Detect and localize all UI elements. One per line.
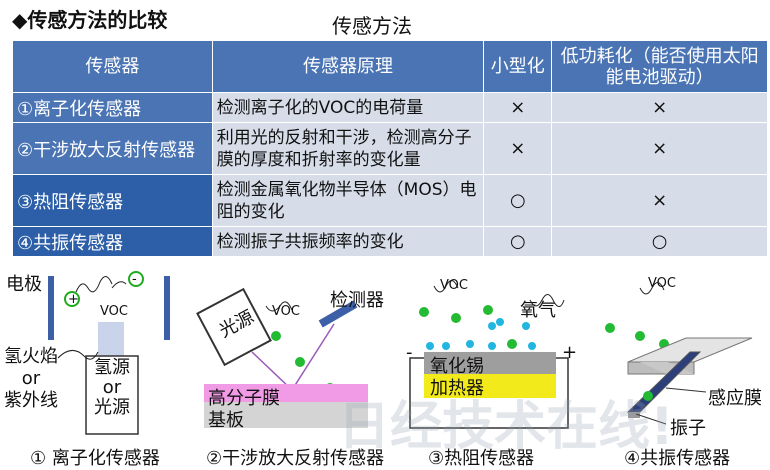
- table-header-row: 传感器 传感器原理 小型化 低功耗化（能否使用太阳能电池驱动）: [12, 40, 768, 93]
- voc-dot: [419, 307, 429, 317]
- voc-dot: [451, 313, 461, 323]
- sensor-desc: 利用光的反射和干涉，检测高分子膜的厚度和折射率的变化量: [211, 122, 485, 175]
- detector-label: 检测器: [330, 290, 384, 311]
- source-label: 氢源 or 光源: [94, 357, 130, 418]
- thermal-diagram: [409, 280, 569, 429]
- oxygen-dot: [522, 322, 530, 330]
- table-row: ①离子化传感器 检测离子化的VOC的电荷量 × ×: [12, 92, 768, 123]
- sensor-name: ②干涉放大反射传感器: [12, 122, 213, 175]
- sensor-name: ③热阻传感器: [12, 174, 213, 227]
- small-mark: ×: [483, 122, 553, 175]
- subtitle: 传感方法: [332, 14, 412, 38]
- small-mark: ○: [483, 226, 553, 257]
- sensor-desc: 检测金属氧化物半导体（MOS）电阻的变化: [211, 174, 485, 227]
- voc-label: VOC: [648, 276, 676, 291]
- oxygen-dot: [426, 342, 434, 350]
- voc-label: VOC: [272, 304, 300, 319]
- heading: ◆传感方法的比较: [12, 8, 168, 32]
- header-power: 低功耗化（能否使用太阳能电池驱动）: [551, 40, 768, 93]
- substrate-label: 基板: [208, 410, 244, 431]
- power-mark: ○: [551, 226, 768, 257]
- header-sensor: 传感器: [12, 40, 213, 93]
- sensor-name: ①离子化传感器: [12, 92, 213, 123]
- plus-label: +: [68, 292, 79, 307]
- table-row: ④共振传感器 检测振子共振频率的变化 ○ ○: [12, 226, 768, 257]
- sensor-desc: 检测振子共振频率的变化: [211, 226, 485, 257]
- voc-dot: [635, 331, 645, 341]
- header-small: 小型化: [483, 40, 553, 93]
- caption-resonance: ④共振传感器: [624, 448, 731, 469]
- electrode-left: [48, 276, 54, 340]
- interference-diagram: [196, 287, 368, 428]
- caption-thermal: ③热阻传感器: [428, 448, 535, 469]
- detector-bar: [318, 300, 358, 328]
- vibrator-label: 振子: [670, 418, 706, 439]
- voc-dot: [507, 339, 517, 349]
- minus-label: -: [132, 272, 137, 287]
- substrate: [204, 402, 368, 428]
- power-mark: ×: [551, 174, 768, 227]
- oxygen-label: 氧气: [520, 300, 556, 321]
- power-mark: ×: [551, 92, 768, 123]
- heater-label: 加热器: [430, 378, 484, 399]
- negative-ion-icon: [128, 271, 144, 287]
- oxygen-dot: [488, 342, 496, 350]
- plus-label: +: [562, 342, 578, 363]
- oxygen-dot: [496, 318, 504, 326]
- membrane-leader: [665, 387, 707, 393]
- oxygen-dot: [488, 322, 496, 330]
- light-source-box: [196, 287, 272, 367]
- tin-oxide-layer: [424, 352, 556, 374]
- voc-dot: [483, 305, 493, 315]
- electrode-right: [164, 276, 170, 340]
- oxygen-dot: [442, 342, 450, 350]
- voc-label: VOC: [440, 278, 468, 293]
- comparison-table: 传感器 传感器原理 小型化 低功耗化（能否使用太阳能电池驱动） ①离子化传感器 …: [12, 40, 768, 257]
- sensor-diagrams: [48, 271, 753, 435]
- sensor-desc: 检测离子化的VOC的电荷量: [211, 92, 485, 123]
- oxygen-dot: [466, 340, 474, 348]
- sensor-name: ④共振传感器: [12, 226, 213, 257]
- caption-ionization: ① 离子化传感器: [30, 448, 160, 469]
- flame-leader: [57, 350, 99, 360]
- resonance-diagram: [605, 282, 753, 425]
- caption-interference: ②干涉放大反射传感器: [206, 448, 385, 469]
- voc-dot: [643, 391, 653, 401]
- small-mark: ○: [483, 174, 553, 227]
- voc-label: VOC: [100, 304, 128, 319]
- table-row: ②干涉放大反射传感器 利用光的反射和干涉，检测高分子膜的厚度和折射率的变化量 ×…: [12, 122, 768, 175]
- flame-label: 氢火焰 or 紫外线: [4, 346, 58, 411]
- header-principle: 传感器原理: [211, 40, 485, 93]
- watermark: 日经技术在线!: [338, 397, 674, 457]
- ionization-diagram: [48, 271, 170, 435]
- source-beam: [98, 322, 124, 356]
- heater-layer: [424, 374, 556, 398]
- voc-dot: [295, 357, 305, 367]
- table-row: ③热阻传感器 检测金属氧化物半导体（MOS）电阻的变化 ○ ×: [12, 174, 768, 227]
- source-box: [85, 355, 139, 435]
- voc-dot: [605, 323, 615, 333]
- tin-oxide-label: 氧化锡: [430, 356, 484, 377]
- minus-label: -: [406, 342, 413, 363]
- voc-squiggle: [75, 276, 113, 293]
- polymer-film-label: 高分子膜: [208, 388, 280, 409]
- voc-dot: [271, 331, 281, 341]
- small-mark: ×: [483, 92, 553, 123]
- vibrator-leader: [635, 413, 667, 425]
- positive-ion-icon: [64, 291, 80, 307]
- circuit-wire: [409, 357, 569, 429]
- electrode-label: 电极: [6, 274, 42, 295]
- oxygen-dot: [528, 342, 536, 350]
- polymer-film: [204, 384, 368, 402]
- membrane-label: 感应膜: [708, 388, 762, 409]
- power-mark: ×: [551, 122, 768, 175]
